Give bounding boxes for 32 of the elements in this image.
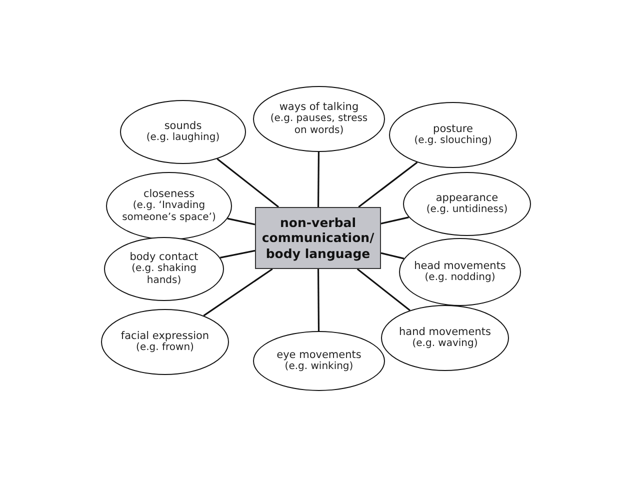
example-text: (e.g. winking) bbox=[284, 361, 354, 374]
central-box bbox=[255, 207, 381, 269]
connector-line bbox=[356, 268, 410, 312]
topic-label: ways of talking bbox=[279, 100, 359, 113]
example-text: (e.g. frown) bbox=[136, 342, 194, 354]
topic-label: appearance bbox=[436, 192, 498, 204]
example-text: (e.g. shaking hands) bbox=[130, 263, 198, 288]
connector-line bbox=[358, 162, 418, 208]
topic-label: posture bbox=[433, 122, 473, 135]
connector-line bbox=[317, 152, 320, 207]
connector-line bbox=[317, 269, 320, 331]
connector-line bbox=[220, 250, 256, 258]
topic-label: sounds bbox=[164, 120, 202, 132]
example-text: (e.g. ‘Invading someone’s space’) bbox=[121, 200, 217, 224]
connector-line bbox=[203, 268, 273, 316]
topic-label: facial expression bbox=[120, 330, 210, 342]
example-text: (e.g. laughing) bbox=[146, 132, 220, 144]
topic-label: closeness bbox=[143, 188, 195, 200]
topic-label: hand movements bbox=[398, 326, 491, 338]
example-text: (e.g. waving) bbox=[412, 338, 478, 350]
central-label: non-verbal communication/ body language bbox=[260, 214, 376, 262]
connector-line bbox=[227, 218, 256, 226]
example-text: (e.g. nodding) bbox=[424, 272, 496, 284]
topic-label: head movements bbox=[414, 260, 506, 272]
connector-line bbox=[380, 216, 409, 224]
topic-label: body contact bbox=[130, 250, 198, 263]
connector-line bbox=[380, 252, 404, 260]
topic-label: eye movements bbox=[276, 348, 362, 361]
example-text: (e.g. pauses, stress on words) bbox=[269, 113, 369, 138]
example-text: (e.g. untidiness) bbox=[426, 204, 508, 216]
example-text: (e.g. slouching) bbox=[414, 135, 492, 148]
connector-line bbox=[216, 158, 280, 208]
